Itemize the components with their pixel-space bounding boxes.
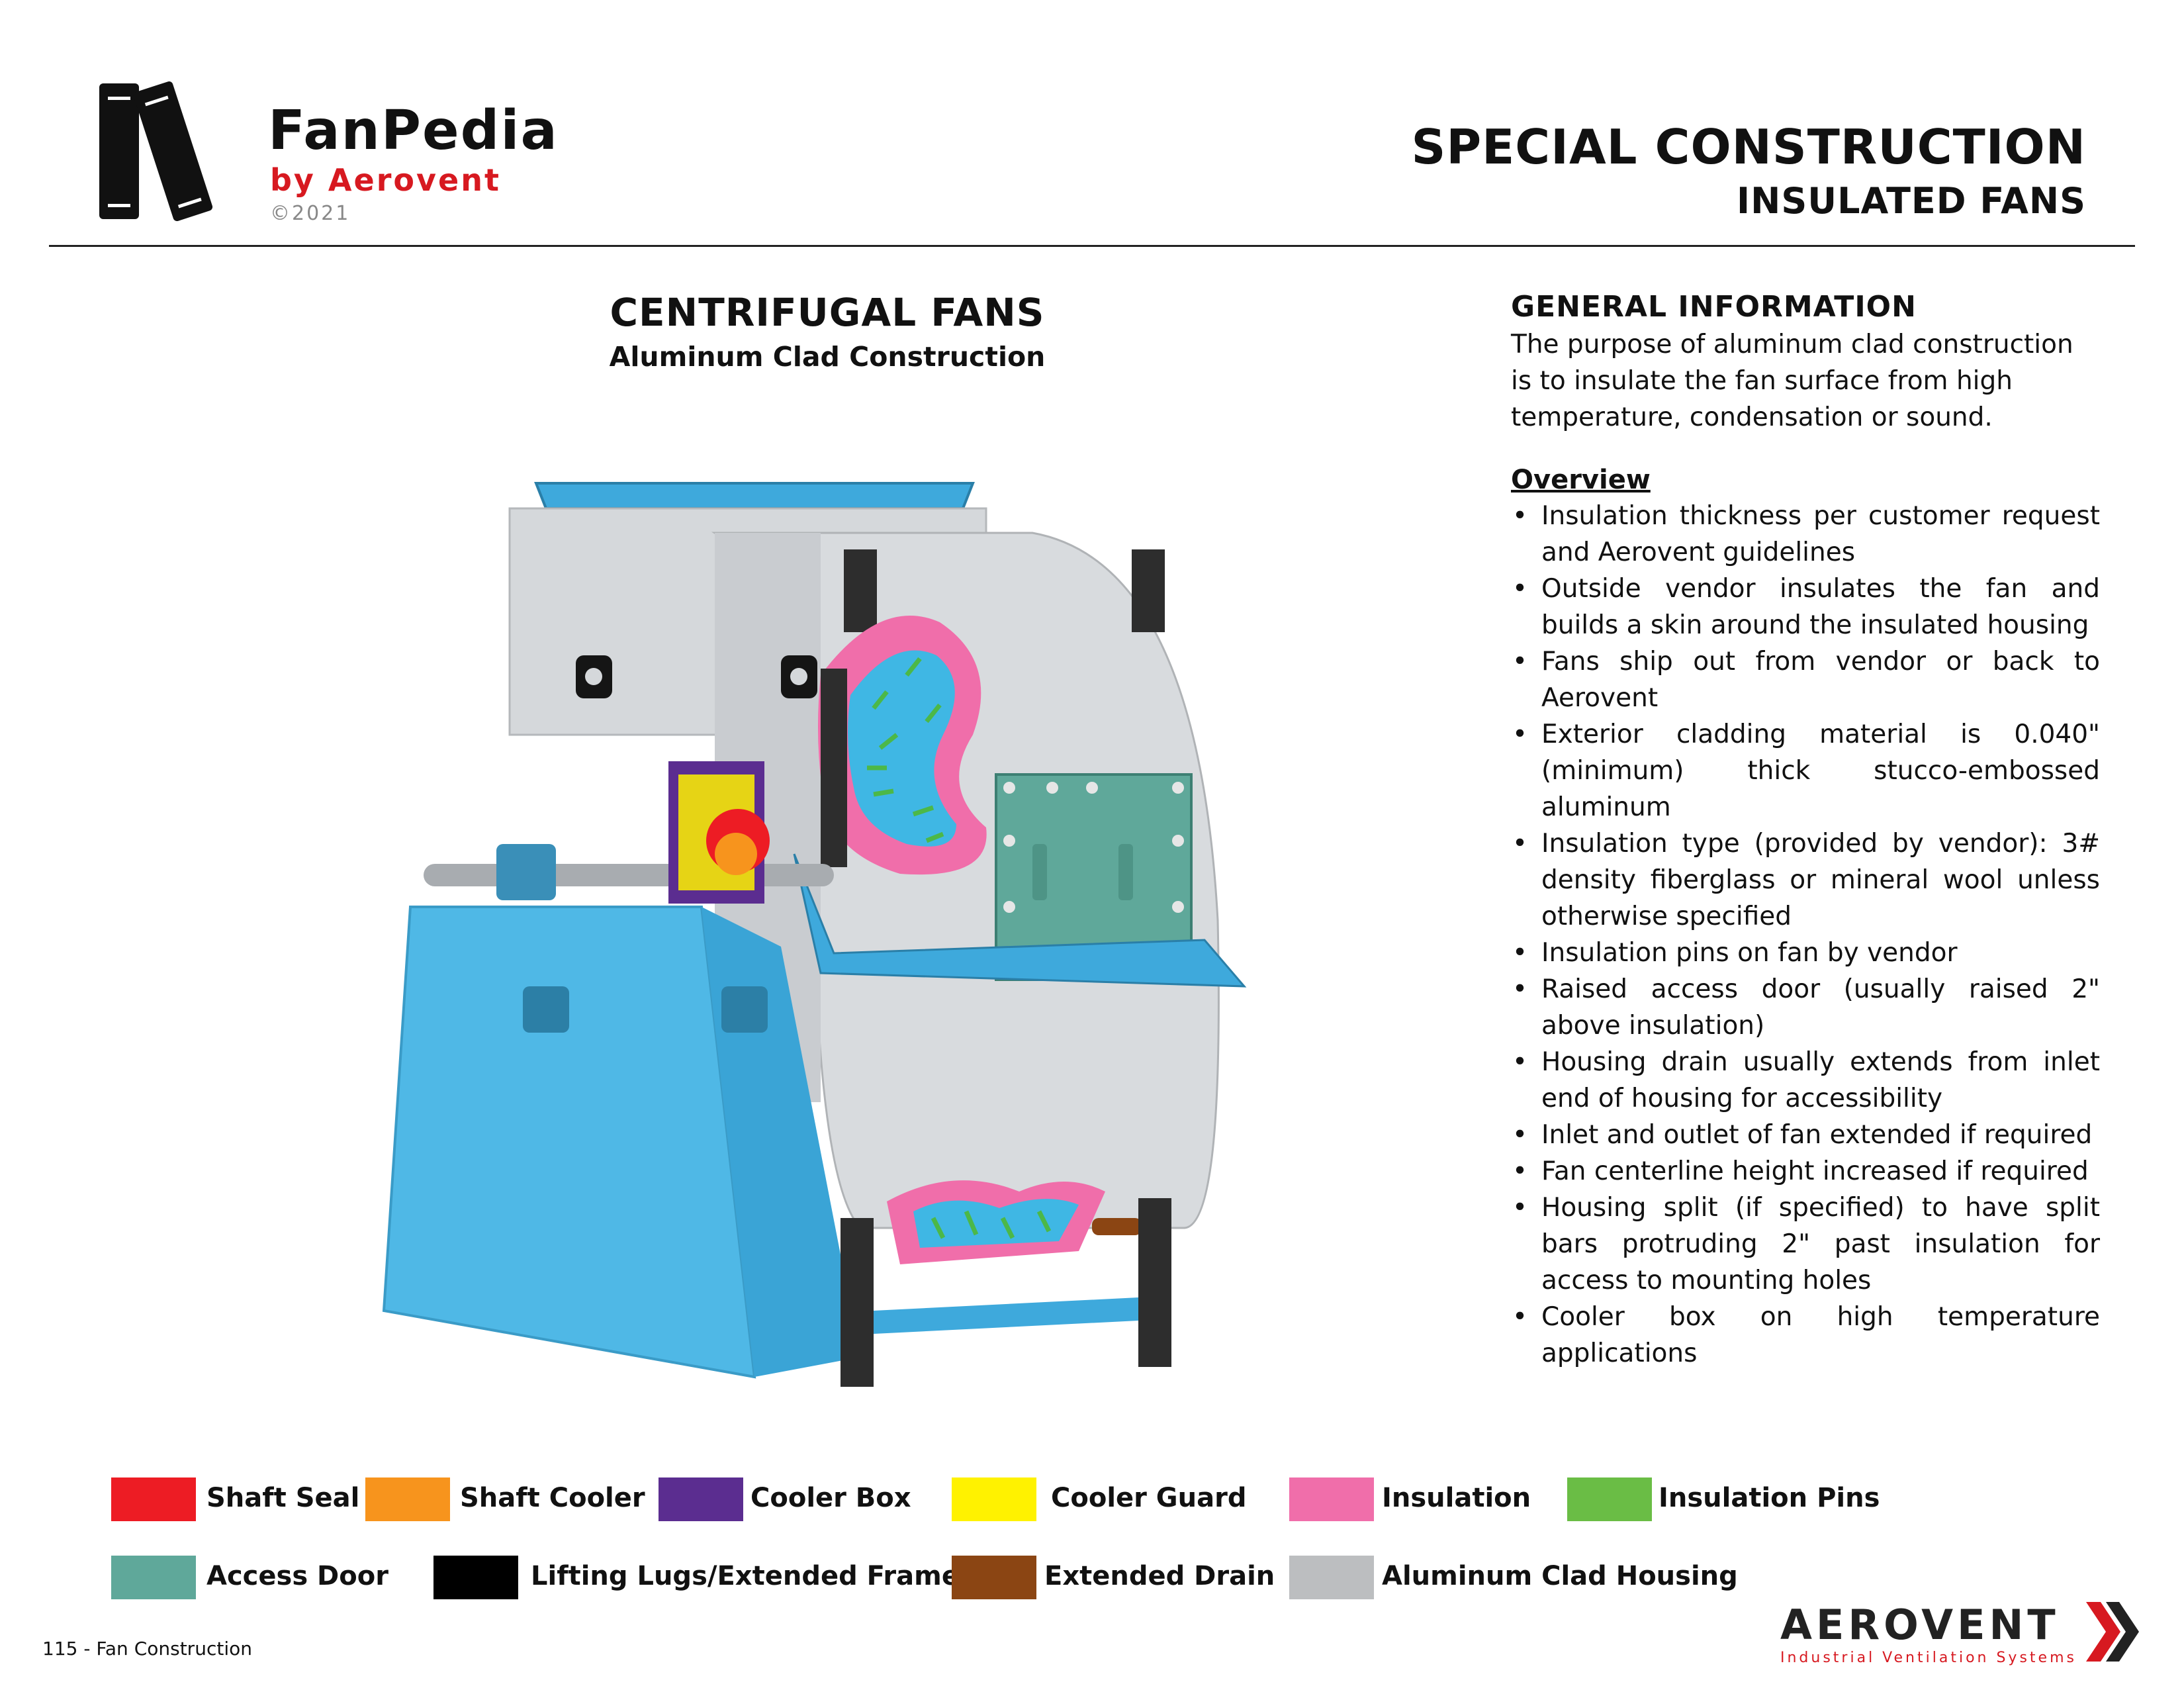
overview-bullet: Insulation thickness per customer reques… xyxy=(1511,498,2100,571)
aerovent-tagline: Industrial Ventilation Systems xyxy=(1780,1650,2077,1666)
page-number: 115 - Fan Construction xyxy=(42,1638,252,1660)
brand-byline: by Aerovent xyxy=(270,162,501,198)
overview-heading: Overview xyxy=(1511,465,1651,495)
legend-swatch-insulation xyxy=(1289,1477,1374,1521)
legend-label-cooler-box: Cooler Box xyxy=(751,1483,911,1513)
brand-title: FanPedia xyxy=(268,99,559,162)
brand-copyright: ©2021 xyxy=(270,202,351,225)
legend-swatch-insulation-pins xyxy=(1567,1477,1652,1521)
page-subtitle: INSULATED FANS xyxy=(1737,180,2086,222)
overview-bullet: Insulation pins on fan by vendor xyxy=(1511,935,2100,971)
legend-label-lifting-lugs: Lifting Lugs/Extended Frame xyxy=(531,1561,960,1591)
legend-label-shaft-cooler: Shaft Cooler xyxy=(460,1483,645,1513)
legend-label-insulation: Insulation xyxy=(1382,1483,1531,1513)
legend-label-access-door: Access Door xyxy=(206,1561,388,1591)
figure-subtitle: Aluminum Clad Construction xyxy=(609,341,1046,373)
overview-bullet: Fan centerline height increased if requi… xyxy=(1511,1153,2100,1190)
overview-bullet: Insulation type (provided by vendor): 3#… xyxy=(1511,825,2100,935)
legend-swatch-aluminum-clad-housing xyxy=(1289,1556,1374,1599)
legend-label-cooler-guard: Cooler Guard xyxy=(1051,1483,1247,1513)
legend-label-extended-drain: Extended Drain xyxy=(1044,1561,1275,1591)
general-information-section: GENERAL INFORMATION The purpose of alumi… xyxy=(1511,288,2100,1372)
legend-swatch-cooler-box xyxy=(659,1477,743,1521)
legend-swatch-shaft-cooler xyxy=(365,1477,450,1521)
legend-swatch-shaft-seal xyxy=(111,1477,196,1521)
figure-title: CENTRIFUGAL FANS xyxy=(610,290,1045,335)
legend-swatch-extended-drain xyxy=(952,1556,1036,1599)
double-chevron-icon xyxy=(2086,1602,2139,1662)
overview-bullet: Fans ship out from vendor or back to Aer… xyxy=(1511,643,2100,716)
general-info-heading: GENERAL INFORMATION xyxy=(1511,290,1917,324)
overview-bullet: Cooler box on high temperature applicati… xyxy=(1511,1299,2100,1372)
legend-label-shaft-seal: Shaft Seal xyxy=(206,1483,360,1513)
header-divider xyxy=(49,245,2135,247)
legend-swatch-access-door xyxy=(111,1556,196,1599)
general-info-body: The purpose of aluminum clad constructio… xyxy=(1511,330,2073,432)
overview-bullet: Exterior cladding material is 0.040" (mi… xyxy=(1511,716,2100,825)
overview-bullet: Raised access door (usually raised 2" ab… xyxy=(1511,971,2100,1044)
overview-bullet: Outside vendor insulates the fan and bui… xyxy=(1511,571,2100,643)
overview-list: Insulation thickness per customer reques… xyxy=(1511,498,2100,1372)
centrifugal-fan-illustration xyxy=(382,482,1247,1387)
legend-label-insulation-pins: Insulation Pins xyxy=(1659,1483,1880,1513)
page-title: SPECIAL CONSTRUCTION xyxy=(1411,119,2086,175)
overview-bullet: Housing drain usually extends from inlet… xyxy=(1511,1044,2100,1117)
legend-swatch-cooler-guard xyxy=(952,1477,1036,1521)
legend-swatch-lifting-lugs xyxy=(433,1556,518,1599)
overview-bullet: Housing split (if specified) to have spl… xyxy=(1511,1190,2100,1299)
legend-label-aluminum-clad-housing: Aluminum Clad Housing xyxy=(1382,1561,1738,1591)
books-logo-icon xyxy=(99,81,213,222)
aerovent-logo: AEROVENT xyxy=(1780,1601,2060,1649)
overview-bullet: Inlet and outlet of fan extended if requ… xyxy=(1511,1117,2100,1153)
